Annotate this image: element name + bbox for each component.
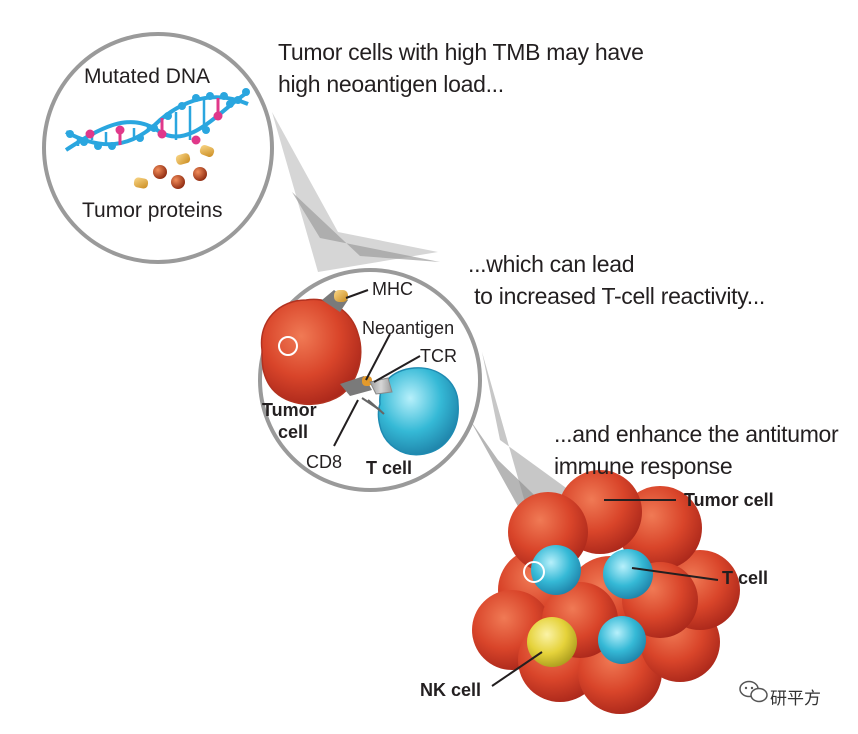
- cluster-t-cell-label: T cell: [722, 568, 769, 588]
- tcr-label: TCR: [420, 346, 457, 366]
- neoantigen-label: Neoantigen: [362, 318, 455, 338]
- zoom-cone-1: [272, 112, 438, 272]
- caption-step-1-line-1: Tumor cells with high TMB may have: [278, 39, 644, 65]
- tcr-mhc-synapse: [340, 376, 393, 415]
- watermark-text: 研平方: [770, 689, 821, 708]
- mutated-dna-label: Mutated DNA: [84, 65, 211, 88]
- cluster-t-cells: [531, 545, 653, 664]
- zoom-cone-2-shade: [470, 420, 560, 520]
- cluster-leader-lines: [491, 499, 719, 687]
- cluster-tumor-cell-label: Tumor cell: [684, 490, 774, 510]
- caption-step-3-line-2: immune response: [554, 453, 733, 479]
- circle2-leader-lines: [333, 289, 421, 447]
- mhc-label: MHC: [372, 279, 413, 299]
- cluster-highlight-ring: [523, 561, 545, 583]
- cd8-label: CD8: [306, 452, 343, 472]
- tumor-cell-illustration: [260, 298, 362, 405]
- caption-step-2-line-1: ...which can lead: [468, 251, 635, 277]
- cluster-nk-cell-label: NK cell: [420, 680, 482, 700]
- wechat-logo-icon: [739, 680, 768, 703]
- caption-step-2-line-2: to increased T-cell reactivity...: [468, 283, 766, 309]
- cluster-nk-cell: [527, 617, 577, 667]
- t-cell-label-circle2: T cell: [366, 458, 413, 478]
- zoom-cone-2: [482, 352, 580, 520]
- tumor-proteins-label: Tumor proteins: [82, 199, 223, 222]
- dna-helix: [64, 88, 250, 152]
- mhc-molecule: [322, 290, 348, 312]
- magnify-circle-1: [42, 32, 274, 264]
- caption-step-1: Tumor cells with high TMB may have high …: [278, 36, 644, 100]
- tumor-cell-label-line-1: Tumor: [262, 400, 317, 420]
- tumor-cell-label-line-2: cell: [278, 422, 309, 442]
- caption-step-2: ...which can lead to increased T-cell re…: [468, 248, 765, 312]
- tumor-protein-particles: [133, 145, 215, 189]
- caption-step-3: ...and enhance the antitumor immune resp…: [554, 418, 839, 482]
- caption-step-3-line-1: ...and enhance the antitumor: [554, 421, 839, 447]
- zoom-cone-1-shade: [292, 192, 440, 262]
- caption-step-1-line-2: high neoantigen load...: [278, 71, 504, 97]
- t-cell-illustration: [377, 367, 459, 456]
